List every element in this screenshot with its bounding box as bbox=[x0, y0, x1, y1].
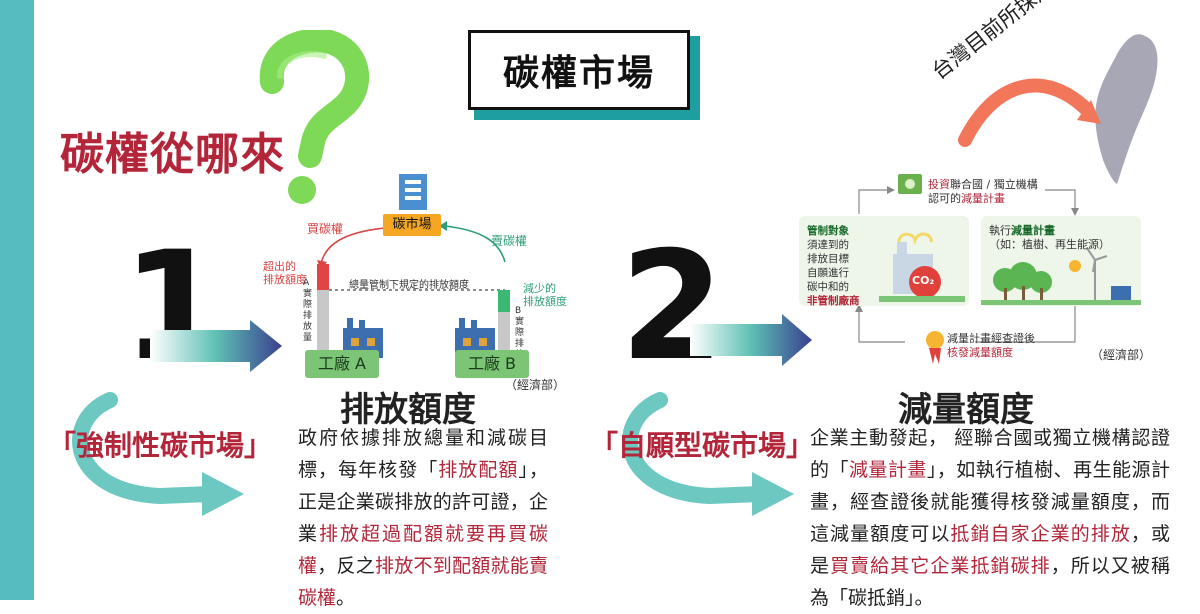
factory-a-label: 工廠 A bbox=[305, 350, 379, 378]
voluntary-market-label: 「自願型碳市場」 bbox=[590, 429, 815, 462]
regulated-target-label: 管制對象 須達到的 排放目標 自願進行 碳中和的 非管制廠商 bbox=[807, 225, 860, 307]
investment-label: 投資聯合國 / 獨立機構 認可的減量計畫 bbox=[928, 178, 1038, 205]
verified-credit-label: 減量計畫經查證後 核發減量額度 bbox=[947, 332, 1035, 359]
section1-description: 政府依據排放總量和減碳目標，每年核發「排放配額」，正是企業碳排放的許可證，企業排… bbox=[298, 422, 548, 614]
page-title: 碳權市場 bbox=[468, 30, 690, 110]
mandatory-market-label: 「強制性碳市場」 bbox=[48, 429, 273, 462]
left-accent-bar bbox=[0, 0, 34, 600]
arrow-right-icon bbox=[690, 314, 812, 366]
reduction-credit-diagram: 投資聯合國 / 獨立機構 認可的減量計畫 管制對象 須達到的 排放目標 自願進行… bbox=[795, 170, 1165, 370]
cycle-arrow-icon bbox=[622, 392, 794, 516]
co2-label: CO₂ bbox=[912, 274, 935, 287]
body-text: 。 bbox=[336, 587, 356, 609]
reduced-quota-label: 減少的 排放額度 bbox=[523, 282, 567, 308]
source-label: （經濟部） bbox=[1091, 348, 1152, 362]
exceed-quota-label: 超出的 排放額度 bbox=[263, 260, 307, 286]
section1-title: 排放額度 bbox=[340, 390, 476, 430]
highlight-text: 抵銷自家企業的排放 bbox=[950, 523, 1131, 545]
buy-carbon-label: 買碳權 bbox=[307, 222, 344, 236]
highlight-text: 減量計畫 bbox=[848, 459, 927, 481]
section2-description: 企業主動發起， 經聯合國或獨立機構認證的「減量計畫」，如執行植樹、再生能源計畫，… bbox=[810, 422, 1170, 614]
highlight-text: 排放配額 bbox=[438, 459, 519, 481]
body-text: 」，正是企業碳排放的許可證，企業 bbox=[298, 459, 548, 545]
body-text: 政府依據排放總量和減碳目標，每年核發「 bbox=[298, 427, 548, 481]
highlight-text: 排放超過配額就要再買碳權 bbox=[298, 523, 548, 577]
source-label: （經濟部） bbox=[505, 378, 566, 392]
question-mark-icon bbox=[259, 30, 370, 204]
body-text: ，或是 bbox=[810, 523, 1170, 577]
arrow-right-icon bbox=[150, 320, 282, 372]
taiwan-map-icon bbox=[958, 34, 1158, 184]
execute-plan-label: 執行減量計畫 （如：植樹、再生能源） bbox=[989, 224, 1110, 251]
body-text: 」，如執行植樹、再生能源計畫，經查證後就能獲得核發減量額度，而這減量額度可以 bbox=[810, 459, 1170, 545]
body-text: ，反之 bbox=[317, 555, 375, 577]
highlight-text: 買賣給其它企業抵銷碳排 bbox=[830, 555, 1051, 577]
factory-b-label: 工廠 B bbox=[455, 350, 529, 378]
cap-line-label: 總量管制下規定的排放額度 bbox=[349, 280, 469, 291]
sell-carbon-label: 賣碳權 bbox=[491, 234, 528, 248]
section2-number: 2 bbox=[620, 220, 725, 394]
cycle-arrow-icon bbox=[72, 392, 244, 516]
question-heading: 碳權從哪來 bbox=[60, 129, 285, 180]
emission-quota-diagram: 碳市場 買碳權 賣碳權 超出的 排放額度 總量管制下規定的排放額度 減少的 排放… bbox=[255, 170, 575, 395]
section2-title: 減量額度 bbox=[898, 390, 1034, 430]
body-text: 企業主動發起， 經聯合國或獨立機構認證的「 bbox=[810, 427, 1170, 481]
a-actual-emission-label: A實際排放量 bbox=[303, 278, 313, 343]
title-box: 碳權市場 bbox=[468, 30, 700, 120]
carbon-market-node: 碳市場 bbox=[383, 214, 441, 236]
